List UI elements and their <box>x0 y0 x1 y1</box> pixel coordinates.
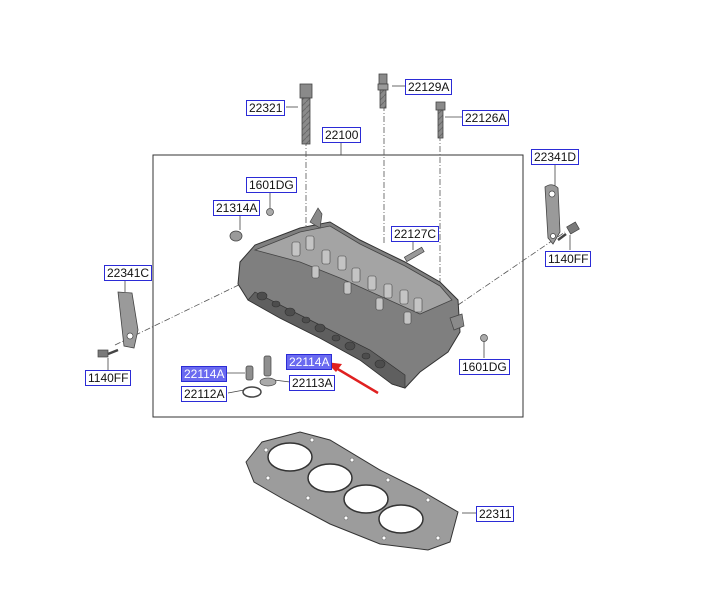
bolt-1140ff-left-shape <box>97 348 119 358</box>
bolt-1140ff-right-shape <box>557 221 580 241</box>
callout-21314a[interactable]: 21314A <box>213 200 261 216</box>
callout-22321[interactable]: 22321 <box>246 100 286 116</box>
head-gasket <box>245 431 459 551</box>
callout-22114a-left[interactable]: 22114A <box>181 366 228 382</box>
callout-22100[interactable]: 22100 <box>322 127 362 143</box>
plug-1601dg-top <box>266 208 274 216</box>
hanger-bracket-right <box>544 184 561 245</box>
pin-22127c <box>403 246 425 263</box>
leader-lines <box>107 85 571 514</box>
callout-1140ff-left[interactable]: 1140FF <box>85 370 132 386</box>
callout-22127c[interactable]: 22127C <box>391 226 440 242</box>
bolt-22129a-shape <box>377 73 389 109</box>
assembly-frame <box>152 154 524 418</box>
callout-22341d[interactable]: 22341D <box>531 149 580 165</box>
callout-22112a[interactable]: 22112A <box>181 386 228 402</box>
callout-22114a-mid[interactable]: 22114A <box>286 354 333 370</box>
callout-1140ff-right[interactable]: 1140FF <box>545 251 592 267</box>
hanger-bracket-left <box>117 291 139 349</box>
cylinder-head <box>237 207 465 389</box>
bolt-22126a-shape <box>435 101 446 139</box>
plug-1601dg-right <box>480 334 488 342</box>
callout-22311[interactable]: 22311 <box>476 506 515 522</box>
callout-22126a[interactable]: 22126A <box>462 110 510 126</box>
callout-22341c[interactable]: 22341C <box>104 265 153 281</box>
bolt-22321-shape <box>299 83 313 145</box>
callout-22129a[interactable]: 22129A <box>405 79 453 95</box>
callout-22113a[interactable]: 22113A <box>289 375 336 391</box>
cap-21314a <box>229 230 243 242</box>
callout-1601dg-right[interactable]: 1601DG <box>459 359 510 375</box>
center-lines <box>114 105 566 346</box>
callout-1601dg-top[interactable]: 1601DG <box>246 177 297 193</box>
valve-seal-set <box>242 355 277 398</box>
